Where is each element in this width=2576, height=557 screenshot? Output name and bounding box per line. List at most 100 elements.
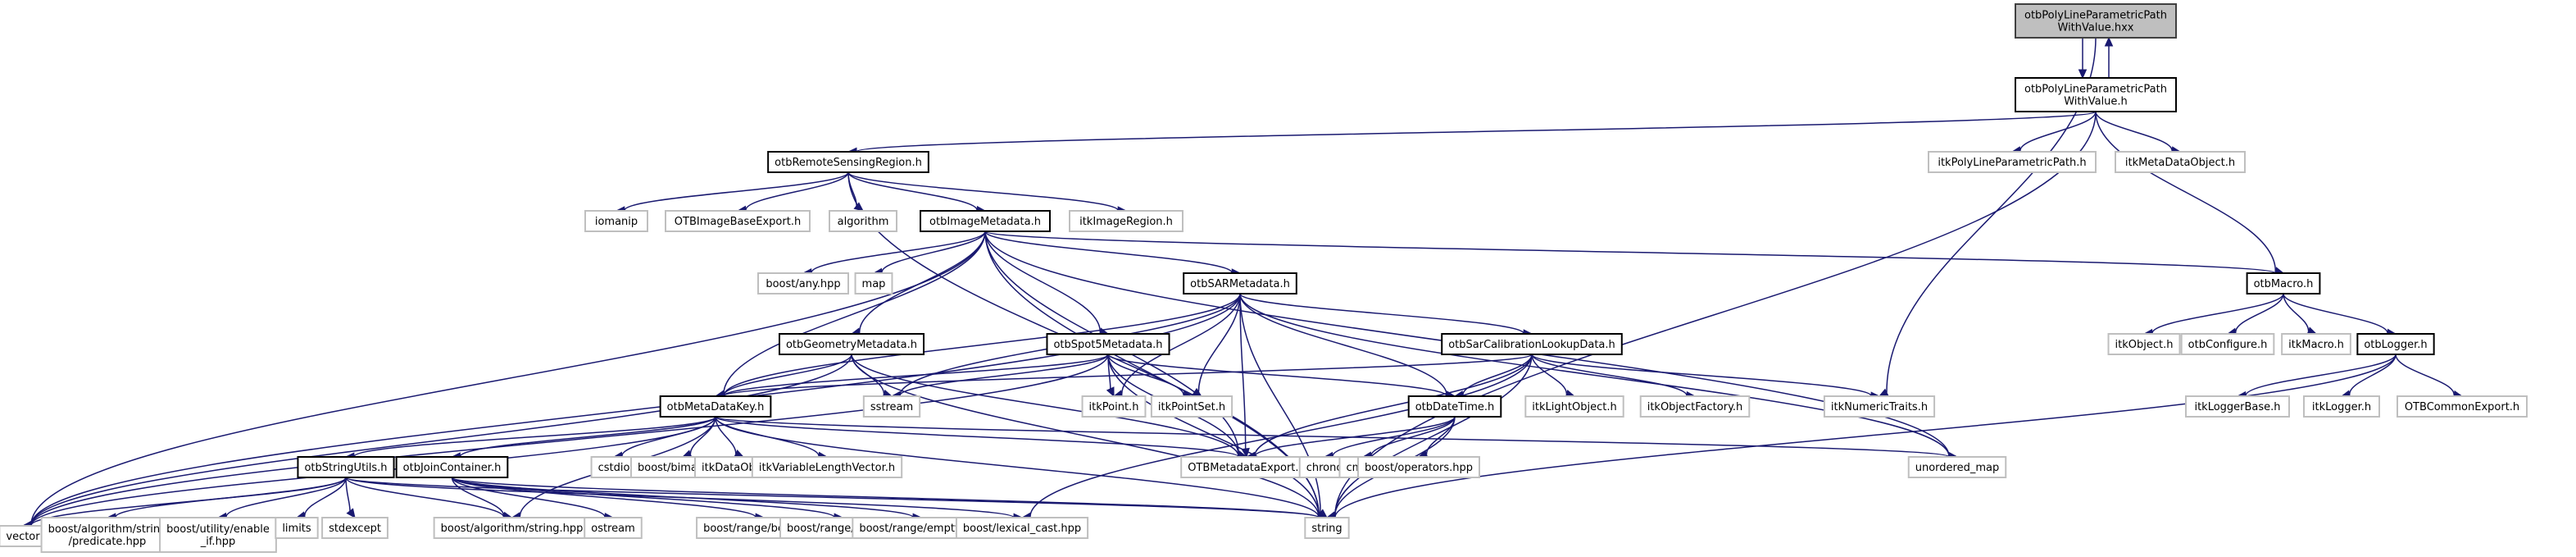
- edge-sarmeta-to-string: [1239, 293, 1328, 518]
- node-box: [1524, 395, 1624, 418]
- node-stringutils[interactable]: otbStringUtils.h: [297, 456, 395, 478]
- node-macro[interactable]: otbMacro.h: [2246, 272, 2321, 294]
- node-geometa[interactable]: otbGeometryMetadata.h: [778, 333, 925, 355]
- node-sarcal[interactable]: otbSarCalibrationLookupData.h: [1441, 333, 1623, 355]
- node-label: otbLogger.h: [2364, 339, 2427, 351]
- node-itkmacro: itkMacro.h: [2281, 333, 2351, 355]
- node-itkobject: itkObject.h: [2107, 333, 2181, 355]
- node-label: otbMacro.h: [2254, 278, 2314, 290]
- arrowhead: [2078, 69, 2088, 80]
- node-logger[interactable]: otbLogger.h: [2356, 333, 2435, 355]
- node-datetime[interactable]: otbDateTime.h: [1407, 395, 1502, 418]
- node-stdexcept: stdexcept: [321, 517, 388, 539]
- node-label: limits: [282, 523, 311, 535]
- edge-line: [1254, 354, 1533, 457]
- node-box[interactable]: [2356, 333, 2435, 355]
- edge-stringutils-to-boostenableif: [216, 477, 347, 522]
- node-box: [2015, 3, 2177, 39]
- node-box: [1928, 151, 2097, 173]
- node-box: [0, 525, 48, 547]
- node-otbcommonexport: OTBCommonExport.h: [2397, 395, 2528, 418]
- node-rsregion[interactable]: otbRemoteSensingRegion.h: [767, 151, 929, 173]
- edge-line: [1239, 293, 1950, 457]
- edge-line: [30, 293, 1241, 526]
- node-box: [1639, 395, 1751, 418]
- node-label: itkPointSet.h: [1158, 401, 1225, 413]
- node-label: OTBImageBaseExport.h: [675, 216, 801, 228]
- edge-logger-to-itkloggerbase: [2236, 354, 2397, 400]
- node-label: itkLogger.h: [2312, 401, 2371, 413]
- node-label: ostream: [591, 523, 635, 535]
- edge-pathh-to-rsregion: [847, 111, 2097, 157]
- node-metakey[interactable]: otbMetaDataKey.h: [659, 395, 772, 418]
- edge-line: [899, 354, 1109, 396]
- edge-line: [2395, 354, 2455, 395]
- node-otbimgbase: OTBImageBaseExport.h: [665, 210, 811, 232]
- node-box: [1907, 456, 2007, 478]
- node-label: WithValue.hxx: [2058, 22, 2134, 34]
- node-box: [2107, 333, 2181, 355]
- edge-line: [856, 111, 2097, 153]
- node-box[interactable]: [395, 456, 509, 478]
- node-label: itkLightObject.h: [1532, 401, 1616, 413]
- node-itkpointset: itkPointSet.h: [1150, 395, 1233, 418]
- edge-line: [30, 231, 986, 526]
- edge-rsregion-to-itkimgregion: [847, 171, 1128, 215]
- node-box[interactable]: [1407, 395, 1502, 418]
- edge-line: [451, 477, 835, 518]
- edge-line: [459, 416, 716, 458]
- edge-line: [1239, 293, 1524, 335]
- node-itkmdo: itkMetaDataObject.h: [2115, 151, 2246, 173]
- node-label: sstream: [870, 401, 913, 413]
- node-label: itkVariableLengthVector.h: [759, 462, 895, 474]
- edge-pathh-to-root: [2104, 36, 2114, 78]
- edge-spot5-to-datetime: [1107, 354, 1456, 400]
- node-box[interactable]: [778, 333, 925, 355]
- node-box[interactable]: [1046, 333, 1170, 355]
- edge-line: [1239, 293, 1247, 450]
- node-box[interactable]: [920, 210, 1051, 232]
- node-imgmeta[interactable]: otbImageMetadata.h: [920, 210, 1051, 232]
- edge-line: [984, 231, 1233, 274]
- node-box[interactable]: [297, 456, 395, 478]
- node-label: itkImageRegion.h: [1079, 216, 1173, 228]
- node-label: otbPolyLineParametricPath: [2024, 84, 2167, 96]
- node-sarmeta[interactable]: otbSARMetadata.h: [1183, 272, 1297, 294]
- arrowhead: [346, 508, 356, 518]
- node-box[interactable]: [1183, 272, 1297, 294]
- edge-line: [1239, 293, 1321, 513]
- edge-line: [847, 171, 1119, 212]
- node-box[interactable]: [1441, 333, 1623, 355]
- node-box: [829, 210, 897, 232]
- edge-sarcal-to-itkobjfactory: [1531, 354, 1697, 400]
- node-itklogger: itkLogger.h: [2303, 395, 2380, 418]
- edge-line: [225, 477, 347, 518]
- node-box[interactable]: [659, 395, 772, 418]
- node-label: boost/algorithm/string.hpp: [441, 523, 584, 535]
- edge-imgmeta-to-boostany: [802, 231, 986, 277]
- edge-macro-to-itkmacro: [2283, 293, 2318, 336]
- node-label: _if.hpp: [200, 536, 236, 548]
- edge-line: [715, 416, 1320, 518]
- edge-line: [2019, 111, 2097, 151]
- node-spot5[interactable]: otbSpot5Metadata.h: [1046, 333, 1170, 355]
- arrowhead: [1106, 386, 1115, 398]
- edge-line: [723, 354, 1533, 397]
- node-unorderedmap: unordered_map: [1907, 456, 2007, 478]
- edge-line: [2235, 293, 2284, 333]
- node-box[interactable]: [767, 151, 929, 173]
- node-joincontainer[interactable]: otbJoinContainer.h: [395, 456, 509, 478]
- node-box: [433, 517, 591, 539]
- node-ostream: ostream: [584, 517, 643, 539]
- node-box[interactable]: [2246, 272, 2321, 294]
- node-label: boost/operators.hpp: [1365, 462, 1473, 474]
- node-box[interactable]: [2015, 77, 2177, 112]
- arrowhead: [2104, 36, 2114, 47]
- edge-metakey-to-itkvlv: [715, 416, 829, 461]
- edge-sarmeta-to-unorderedmap: [1239, 293, 1959, 461]
- node-box: [854, 272, 893, 294]
- edge-imgmeta-to-spot5: [984, 231, 1110, 336]
- edge-line: [723, 354, 1109, 397]
